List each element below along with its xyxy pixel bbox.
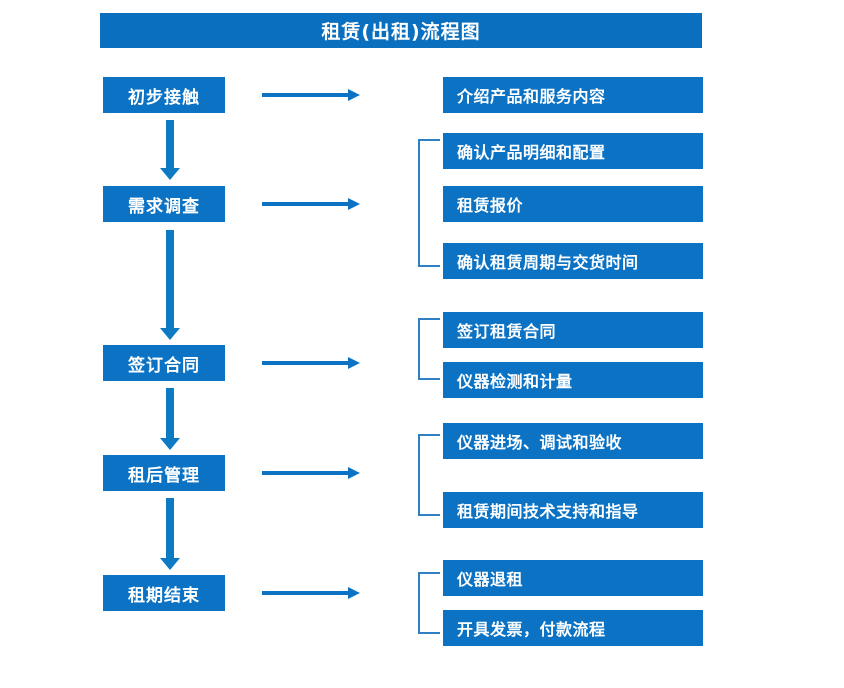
arrow-shaft (262, 202, 350, 206)
stage-box-2[interactable]: 需求调查 (103, 186, 225, 222)
stage-box-1[interactable]: 初步接触 (103, 77, 225, 113)
arrow-shaft (166, 120, 174, 168)
arrow-shaft (262, 591, 350, 595)
stage-box-4[interactable]: 租后管理 (103, 455, 225, 491)
detail-box-2[interactable]: 确认产品明细和配置 (443, 133, 703, 169)
vertical-arrow-2 (160, 230, 180, 340)
group-bracket-5 (418, 572, 440, 634)
arrow-shaft (262, 93, 350, 97)
horizontal-arrow-5 (262, 587, 360, 599)
detail-box-3[interactable]: 租赁报价 (443, 186, 703, 222)
arrow-head-icon (348, 467, 360, 479)
detail-box-1[interactable]: 介绍产品和服务内容 (443, 77, 703, 113)
horizontal-arrow-1 (262, 89, 360, 101)
detail-box-5[interactable]: 签订租赁合同 (443, 312, 703, 348)
vertical-arrow-4 (160, 498, 180, 570)
arrow-shaft (166, 498, 174, 558)
group-bracket-3 (418, 318, 440, 380)
group-bracket-2 (418, 139, 440, 267)
detail-box-4[interactable]: 确认租赁周期与交货时间 (443, 243, 703, 279)
detail-box-6[interactable]: 仪器检测和计量 (443, 362, 703, 398)
arrow-shaft (166, 388, 174, 438)
arrow-shaft (262, 361, 350, 365)
vertical-arrow-1 (160, 120, 180, 180)
detail-box-7[interactable]: 仪器进场、调试和验收 (443, 423, 703, 459)
arrow-shaft (262, 471, 350, 475)
detail-box-10[interactable]: 开具发票，付款流程 (443, 610, 703, 646)
detail-box-8[interactable]: 租赁期间技术支持和指导 (443, 492, 703, 528)
horizontal-arrow-4 (262, 467, 360, 479)
arrow-head-icon (348, 198, 360, 210)
horizontal-arrow-3 (262, 357, 360, 369)
arrow-shaft (166, 230, 174, 328)
page-title: 租赁(出租)流程图 (100, 13, 702, 48)
arrow-head-icon (160, 438, 180, 450)
detail-box-9[interactable]: 仪器退租 (443, 560, 703, 596)
arrow-head-icon (160, 168, 180, 180)
horizontal-arrow-2 (262, 198, 360, 210)
stage-box-5[interactable]: 租期结束 (103, 575, 225, 611)
stage-box-3[interactable]: 签订合同 (103, 345, 225, 381)
arrow-head-icon (160, 328, 180, 340)
arrow-head-icon (348, 587, 360, 599)
group-bracket-4 (418, 434, 440, 516)
vertical-arrow-3 (160, 388, 180, 450)
arrow-head-icon (160, 558, 180, 570)
arrow-head-icon (348, 357, 360, 369)
arrow-head-icon (348, 89, 360, 101)
